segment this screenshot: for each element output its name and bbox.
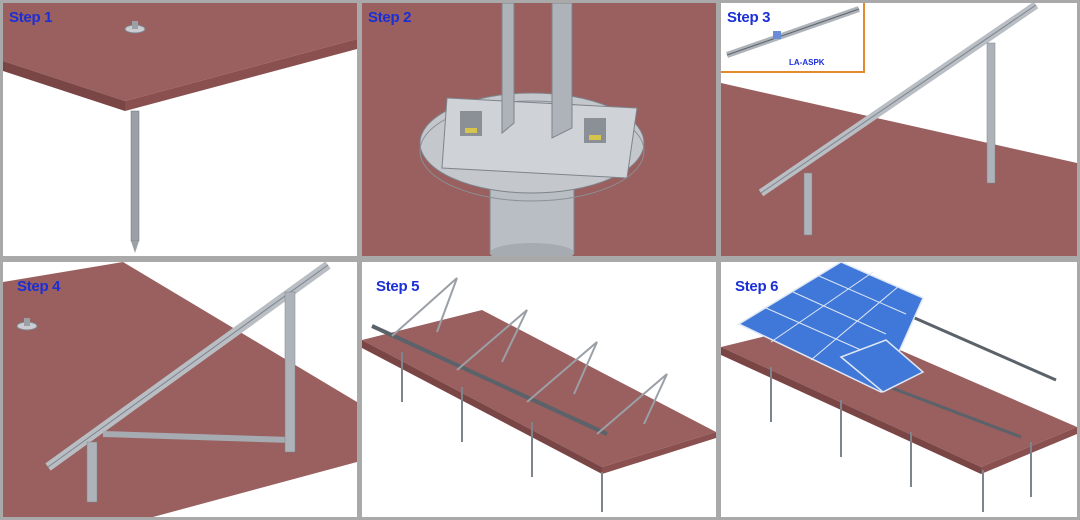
ground-plane [721,83,1077,256]
step-2-illustration [362,3,716,256]
mounting-bracket-icon [419,3,645,256]
ground-side [125,39,357,111]
ground-plane [3,3,357,101]
step-2-panel: Step 2 [362,3,716,256]
lower-rail [371,324,608,436]
ground-screws [401,352,603,512]
rear-post [284,291,296,453]
rail-model-label: LA-ASPK [789,58,825,67]
ground-screw-icon [124,21,146,253]
step-4-panel: Step 4 [3,262,357,517]
rail-profile-inset: LA-ASPK [721,3,865,73]
ground-screws [770,367,1032,512]
front-post [803,172,813,236]
rail-profile-icon [726,6,860,58]
step-1-panel: Step 1 [3,3,357,256]
ground-screw-icon [16,318,38,331]
step-6-panel: Step 6 [721,262,1077,517]
ground-plane [3,262,357,517]
step-6-illustration [721,262,1077,512]
step-5-panel: Step 5 [362,262,716,517]
step-1-label: Step 1 [9,9,53,26]
ground-edge [3,61,125,111]
ground-plane [362,310,716,467]
diagonal-brace [102,431,292,443]
front-post [86,441,98,503]
step-3-label: Step 3 [727,9,771,26]
frame-rails [870,310,1057,439]
step-3-illustration [721,3,1077,256]
frames [391,277,668,435]
step-4-illustration [3,262,357,517]
step-5-label: Step 5 [376,278,420,295]
step-1-illustration [3,3,357,253]
step-3-panel: LA-ASPK Step 3 [721,3,1077,256]
solar-panel-icon [737,262,925,394]
step-2-label: Step 2 [368,9,412,26]
rear-post [986,42,996,184]
step-5-illustration [362,277,716,512]
step-6-label: Step 6 [735,278,779,295]
step-4-label: Step 4 [17,278,61,295]
